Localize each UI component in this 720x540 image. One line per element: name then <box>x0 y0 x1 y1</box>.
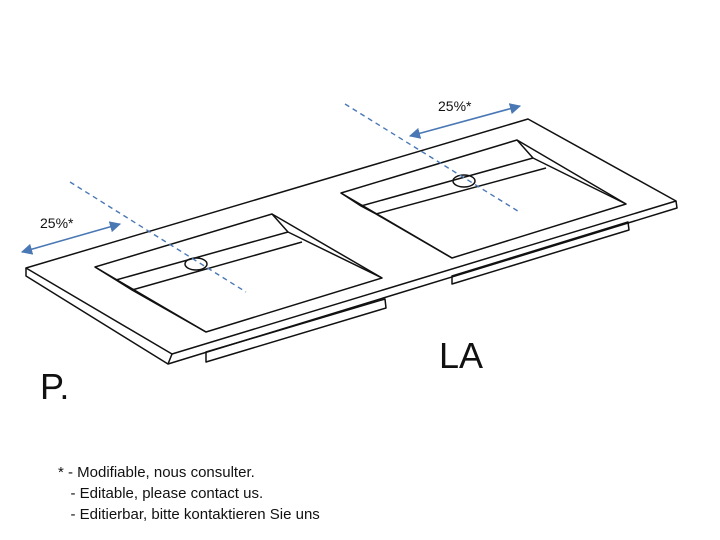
right-basin <box>340 139 630 285</box>
countertop <box>25 118 678 365</box>
footnote-line-fr: * - Modifiable, nous consulter. <box>58 464 255 481</box>
right-dimension-label: 25%* <box>438 98 472 114</box>
front-label: P. <box>40 366 69 407</box>
footnote: * - Modifiable, nous consulter. - Editab… <box>58 462 320 525</box>
left-dimension-label: 25%* <box>40 215 74 231</box>
right-drain-icon <box>452 174 476 188</box>
left-drain-icon <box>184 257 208 271</box>
left-dimension: 25%* <box>20 181 247 293</box>
footnote-line-de: - Editierbar, bitte kontaktieren Sie uns <box>58 506 320 523</box>
left-basin <box>94 213 387 363</box>
width-label: LA <box>439 335 483 376</box>
footnote-line-en: - Editable, please contact us. <box>58 485 264 502</box>
right-dimension: 25%* <box>344 98 522 214</box>
